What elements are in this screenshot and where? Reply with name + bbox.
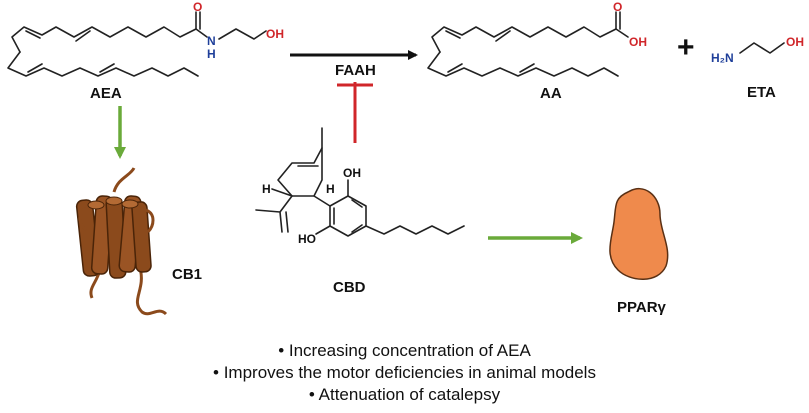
cbd-oh-bond-bottom [315, 225, 331, 235]
cbd-aryl-bond [313, 195, 331, 207]
aea-chain-upper [11, 26, 197, 53]
aea-amide-nitrogen: N [207, 34, 216, 48]
eta-label: ETA [747, 84, 776, 101]
cbd-stereo-h-right: H [326, 182, 335, 196]
cbd-label: CBD [333, 279, 366, 296]
aa-double-bond-3 [447, 63, 463, 73]
eta-amine: H₂N [711, 51, 734, 65]
aea-double-bond-4 [99, 63, 115, 73]
aea-label: AEA [90, 85, 122, 102]
faah-label: FAAH [335, 62, 376, 79]
plus-sign: + [677, 31, 695, 64]
aea-double-bond-3 [27, 63, 43, 73]
aea-hydroxyl: OH [266, 27, 284, 41]
cbd-hydroxyl-top: OH [343, 166, 361, 180]
aea-structure: O N H OH [7, 0, 284, 77]
cbd-benzene-double-1 [351, 199, 363, 208]
aea-carbonyl-oxygen: O [193, 0, 202, 14]
cbd-cyclohexene-ring [277, 147, 323, 197]
cbd-isopropenyl [255, 209, 283, 233]
effect-item: • Improves the motor deficiencies in ani… [213, 363, 596, 382]
aea-double-bond-2 [75, 30, 91, 42]
aa-chain-upper [431, 26, 617, 53]
cbd-stereo-h-left: H [262, 182, 271, 196]
ppar-gamma-graphic [609, 187, 669, 280]
cb1-loop-top [112, 167, 136, 193]
cb1-receptor-graphic [75, 167, 168, 316]
aea-chain-lower [7, 51, 199, 77]
aea-amide-bond [195, 28, 208, 38]
effects-list: • Increasing concentration of AEA • Impr… [0, 340, 809, 406]
aa-acid-bond [615, 28, 629, 38]
cbd-benzene-ring [329, 195, 367, 237]
eta-hydroxyl: OH [786, 35, 804, 49]
aa-chain-lower [427, 51, 619, 77]
cbd-isopropenyl-bond [279, 195, 293, 213]
aea-ethanol-chain [218, 28, 267, 40]
cb1-tail-right [135, 267, 168, 316]
cbd-hydroxyl-bottom: HO [298, 232, 316, 246]
cbd-isopropenyl-double [285, 211, 289, 233]
effect-item: • Attenuation of catalepsy [308, 385, 501, 404]
cb1-label: CB1 [172, 266, 202, 283]
cbd-structure: H H OH HO [255, 127, 465, 246]
eta-chain [739, 42, 785, 54]
cbd-pentyl-chain [365, 225, 465, 235]
aa-hydroxyl: OH [629, 35, 647, 49]
eta-structure: H₂N OH [711, 35, 804, 65]
aa-double-bond-4 [519, 63, 535, 73]
aa-carbonyl-oxygen: O [613, 0, 622, 14]
aea-amide-hydrogen: H [207, 47, 216, 61]
aa-double-bond-1 [445, 30, 461, 39]
aea-double-bond-1 [25, 30, 41, 39]
ppar-label: PPARγ [617, 299, 667, 316]
cbd-stereo-bond-left [271, 188, 293, 197]
effect-item: • Increasing concentration of AEA [278, 341, 531, 360]
cbd-benzene-double-2 [351, 224, 363, 233]
aa-label: AA [540, 85, 562, 102]
aa-double-bond-2 [495, 30, 511, 42]
aa-structure: O OH [427, 0, 647, 77]
